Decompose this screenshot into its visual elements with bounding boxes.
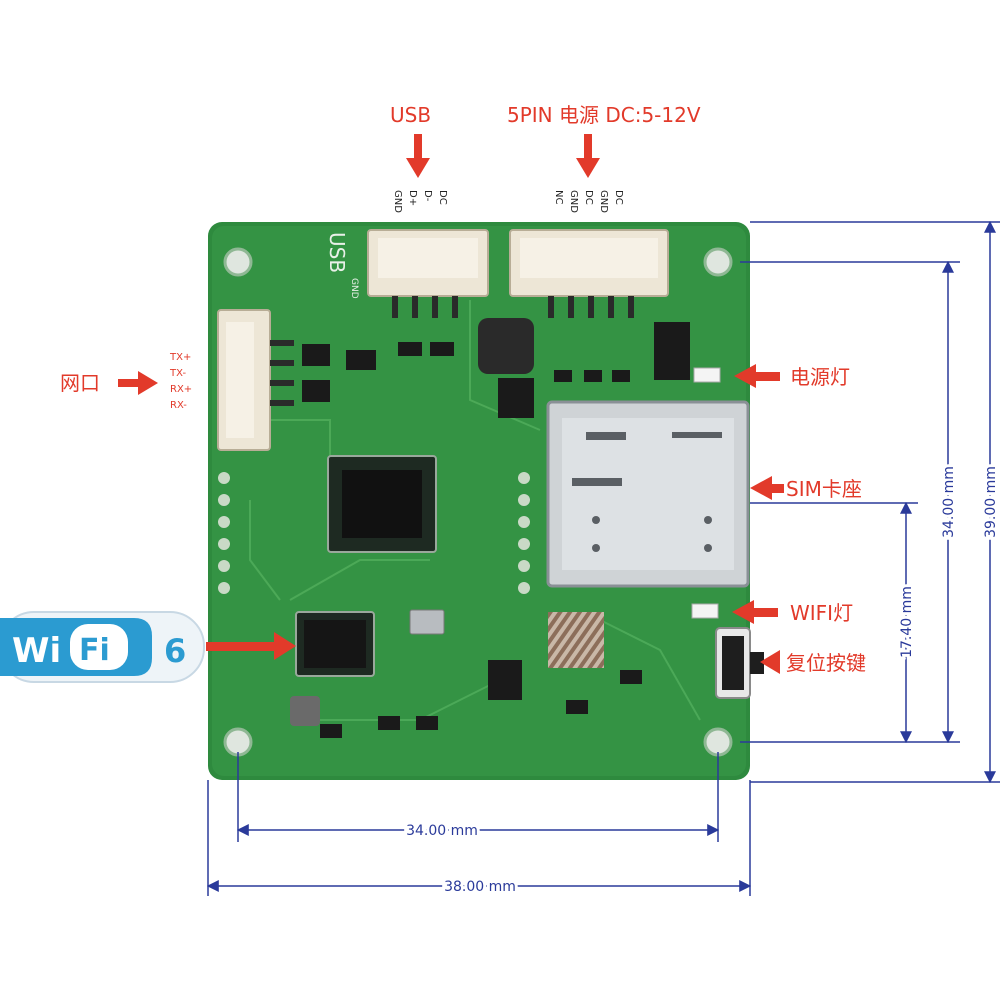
eth-pin-1: TX+ [169,352,191,363]
power-connector [509,229,669,318]
power-label: 5PIN 电源 DC:5-12V [507,103,701,127]
wifi-led-arrow [732,600,778,624]
sim-slot-label: SIM卡座 [786,477,862,501]
wifi-badge-wi: Wi [12,631,61,671]
wifi-badge-fi: Fi [79,633,110,668]
usb-pin-4: GND [392,190,403,213]
eth-pin-4: RX- [170,400,187,411]
power-pin-1: DC [613,190,624,205]
power-led [693,367,721,383]
usb-silkscreen: USB GND [325,232,359,299]
wifi6-badge: Wi Fi 6 [0,611,205,683]
wifi-badge-num: 6 [164,632,186,670]
usb-pin-3: D+ [407,190,418,206]
dim-height-partial: 17.40 mm [899,586,915,658]
ethernet-pin-labels: TX+ TX- RX+ RX- [169,352,192,411]
ethernet-label: 网口 [60,371,100,395]
capacitor [290,696,320,726]
sim-slot-arrow [750,476,784,500]
mounting-holes [223,247,733,757]
wifi-arrow [206,632,296,660]
usb-pin-1: DC [437,190,448,205]
eth-pin-2: TX- [169,368,186,379]
reset-button-label: 复位按键 [786,651,866,675]
left-header-pads [218,472,530,594]
power-led-arrow [734,364,780,388]
usb-pin-2: D- [422,190,433,202]
usb-arrow [406,134,430,178]
usb-pin-labels: DC D- D+ GND [392,190,448,213]
thermal-pad [548,612,604,668]
dim-width-holes: 34.00 mm [406,823,478,839]
wifi-led-label: WIFI灯 [790,601,853,625]
power-pin-4: GND [568,190,579,213]
usb-label: USB [390,103,431,127]
power-pin-labels: DC GND DC GND NC [553,190,624,213]
eth-pin-3: RX+ [170,384,192,395]
crystal [409,609,445,635]
ethernet-connector [217,309,294,451]
power-pin-3: DC [583,190,594,205]
ethernet-arrow [118,371,158,395]
reset-button [715,627,764,699]
reset-arrow [760,650,780,674]
power-led-label: 电源灯 [790,365,850,389]
power-arrow [576,134,600,178]
inductor [478,318,534,374]
dim-height-board: 39.00 mm [983,466,999,538]
power-pin-5: NC [553,190,564,204]
main-soc [327,455,437,553]
wifi-chip [295,611,375,677]
usb-connector [367,229,489,318]
power-pin-2: GND [598,190,609,213]
sim-card-slot [546,400,750,588]
dimension-lines [206,220,1000,896]
wifi-led [691,603,719,619]
svg-text:USB: USB [325,232,349,273]
smd-components [302,322,690,738]
dim-height-holes: 34.00 mm [941,466,957,538]
dim-width-board: 38.00 mm [444,879,516,895]
svg-text:GND: GND [349,278,359,299]
